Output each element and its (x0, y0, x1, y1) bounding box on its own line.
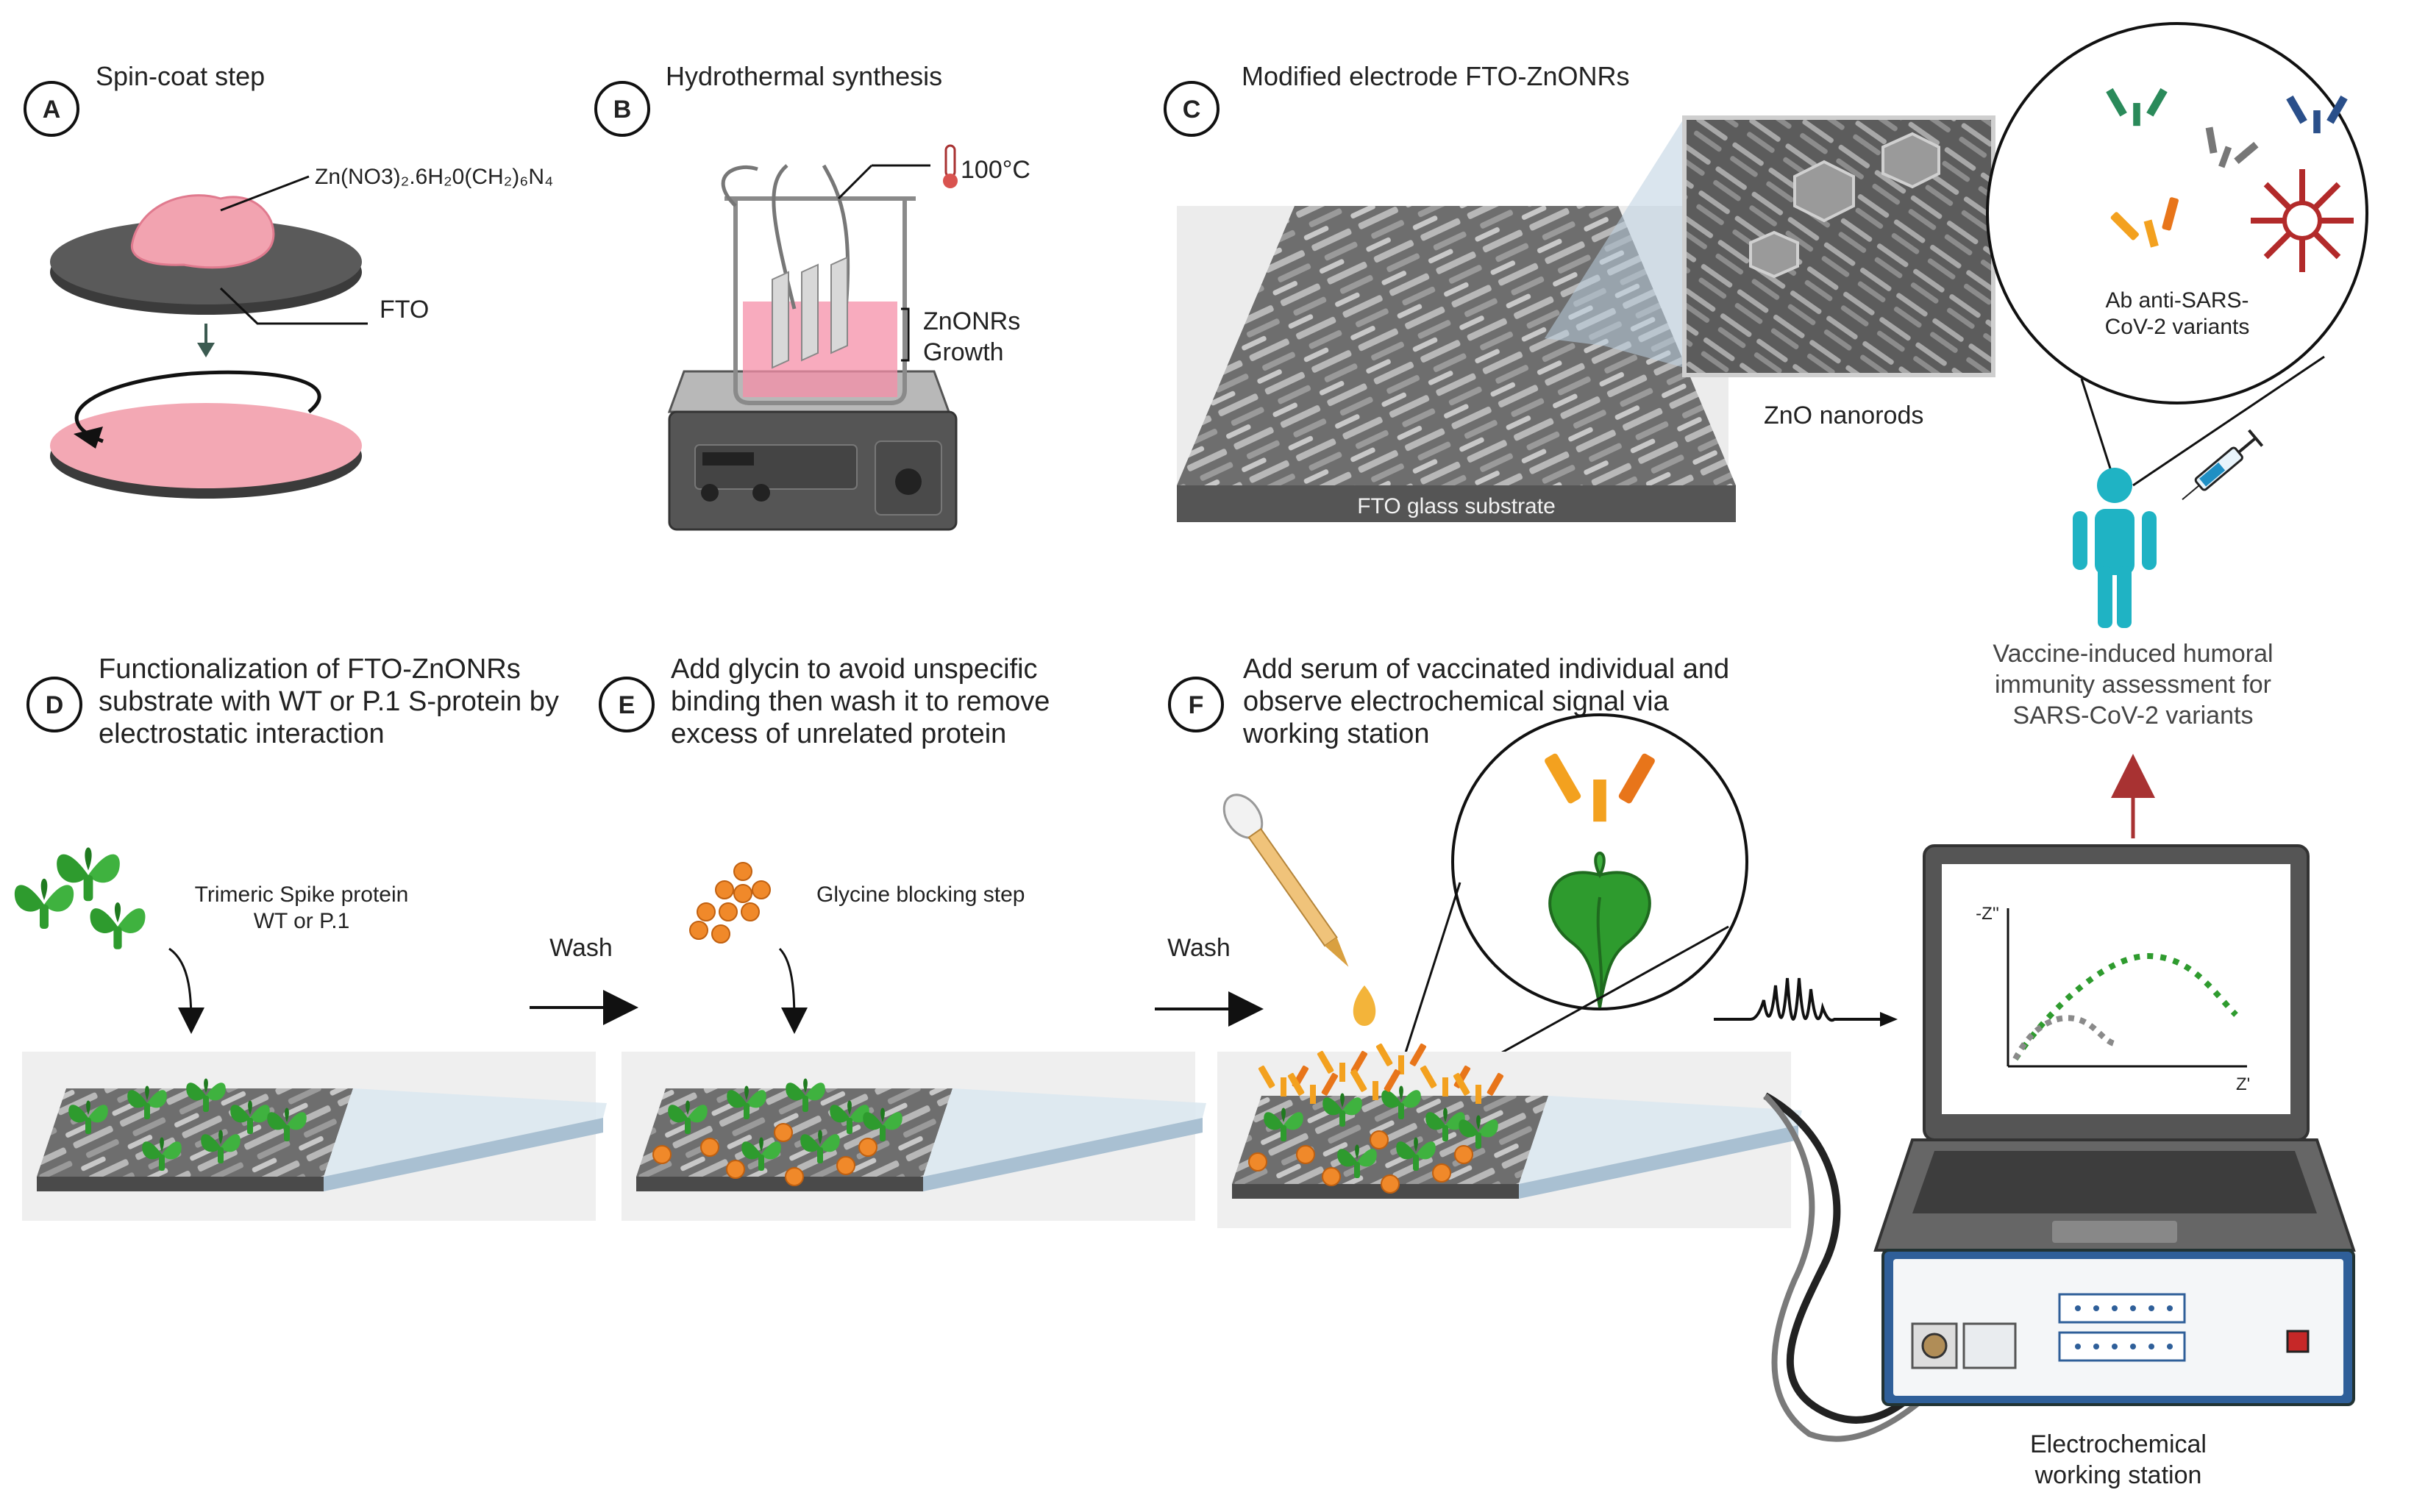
assessment-line1: Vaccine-induced humoral (1993, 640, 2273, 668)
panel-f-badge (1168, 677, 1224, 732)
panel-e-badge (599, 677, 655, 732)
wash-label-2: Wash (1167, 934, 1231, 962)
panel-a-title: Spin-coat step (96, 61, 265, 91)
laptop-keyboard (1912, 1151, 2317, 1213)
laptop-screen (1942, 864, 2290, 1114)
growth-label-line1: ZnONRs (923, 307, 1020, 335)
growth-bracket (901, 307, 910, 362)
panel-f-title-line2: observe electrochemical signal via (1243, 686, 1670, 717)
syringe-icon (2182, 429, 2264, 501)
fto-leader-line (219, 287, 368, 325)
power-switch (2286, 1330, 2310, 1353)
workstation-label-line1: Electrochemical (2030, 1430, 2207, 1458)
panel-d-title-line1: Functionalization of FTO-ZnONRs (99, 654, 521, 685)
laptop-trackpad (2052, 1221, 2177, 1243)
panel-e-title-line2: binding then wash it to remove (671, 686, 1050, 717)
electrode-cable (1763, 1092, 1952, 1424)
antibody-green-icon (2106, 88, 2168, 126)
glycine-cluster-icon (689, 862, 771, 944)
panel-d-letter: D (46, 691, 64, 719)
panel-c-badge (1164, 81, 1220, 137)
panel-d-badge (26, 677, 82, 732)
panel-b-title: Hydrothermal synthesis (666, 61, 942, 91)
antibody-red-pentamer-icon (2251, 169, 2354, 272)
workstation-label-line2: working station (2034, 1461, 2202, 1489)
fto-disc-spin (50, 370, 362, 499)
antibody-variants-group: Ab anti-SARS- CoV-2 variants (1986, 22, 2368, 487)
pipette-icon (1222, 794, 1349, 967)
fto-label: FTO (380, 296, 429, 324)
thermometer-icon (943, 144, 958, 188)
panel-f-title-line1: Add serum of vaccinated individual and (1243, 654, 1729, 685)
signal-wave-icon (1714, 977, 1898, 1027)
antibody-zoom-circle (1986, 22, 2368, 404)
down-arrow-icon (197, 324, 215, 357)
fto-disc-top (50, 194, 362, 315)
antibody-label-line1: Ab anti-SARS- (2105, 288, 2249, 313)
panel-b-letter: B (613, 96, 632, 124)
spike-zoom-icon (1548, 852, 1651, 1008)
panel-c: C Modified electrode FTO-ZnONRs FTO glas… (1164, 61, 1995, 522)
antibody-label-line2: CoV-2 variants (2105, 315, 2250, 339)
electrode-cable-2 (1763, 1094, 1959, 1442)
spin-rotation-icon (74, 370, 321, 443)
antibody-gray-icon (2205, 126, 2259, 168)
protein-label-line2: WT or P.1 (254, 909, 350, 933)
assessment-line3: SARS-CoV-2 variants (2013, 702, 2254, 730)
panel-b-badge (594, 81, 650, 137)
panel-e-letter: E (619, 691, 635, 719)
electrochemical-workstation: -Z'' Z' Electrochemical working station (1873, 844, 2356, 1489)
temp-label: 100°C (961, 156, 1030, 184)
growth-label-line2: Growth (923, 338, 1004, 366)
assessment-line2: immunity assessment for (1995, 671, 2271, 699)
nyquist-x-label: Z' (2236, 1074, 2250, 1094)
panel-c-letter: C (1183, 96, 1201, 124)
nyquist-y-label: -Z'' (1976, 904, 1999, 924)
panel-c-title: Modified electrode FTO-ZnONRs (1242, 61, 1630, 91)
wash-label-1: Wash (549, 934, 613, 962)
panel-d: D Functionalization of FTO-ZnONRs substr… (14, 654, 607, 1221)
panel-f-letter: F (1189, 691, 1204, 719)
panel-d-title-line3: electrostatic interaction (99, 718, 385, 749)
chem-leader-line (220, 175, 310, 212)
panel-e: E Add glycin to avoid unspecific binding… (599, 654, 1206, 1221)
panel-a-letter: A (43, 96, 61, 124)
antibody-blue-icon (2286, 95, 2348, 134)
zoom-wedge (1545, 118, 1684, 368)
panel-a: A Spin-coat step Zn(NO3)₂.6H₂0(CH₂)₆N₄ F… (24, 61, 553, 499)
serum-drop-icon (1353, 985, 1376, 1026)
panel-b: B Hydrothermal synthesis (594, 61, 1030, 531)
potentiostat-box (1881, 1249, 2355, 1406)
spike-trimer-icon-2 (14, 878, 74, 929)
spike-trimer-icon-3 (90, 902, 146, 949)
vaccinated-person-icon (2073, 468, 2157, 628)
hexagonal-rod-tips (1749, 132, 1940, 279)
panel-f: F Add serum of vaccinated individual and… (1168, 654, 1802, 1228)
nyquist-gray-curve (2012, 1015, 2119, 1060)
laptop (1873, 844, 2356, 1252)
fto-glass-substrate (1177, 485, 1736, 522)
chem-label: Zn(NO3)₂.6H₂0(CH₂)₆N₄ (315, 165, 553, 189)
beaker (721, 164, 916, 405)
panel-a-badge (24, 81, 79, 137)
panel-e-title-line1: Add glycin to avoid unspecific (671, 654, 1038, 685)
panel-f-title-line3: working station (1242, 718, 1429, 749)
panel-e-title-line3: excess of unrelated protein (671, 718, 1006, 749)
zno-zoom-image (1682, 115, 1995, 377)
precursor-droplet (130, 194, 275, 269)
panel-d-title-line2: substrate with WT or P.1 S-protein by (99, 686, 559, 717)
blocking-label: Glycine blocking step (816, 882, 1025, 907)
nanorods-label: ZnO nanorods (1764, 402, 1923, 429)
nyquist-plot: -Z'' Z' (1976, 904, 2250, 1094)
protein-label-line1: Trimeric Spike protein (195, 882, 409, 907)
substrate-label: FTO glass substrate (1357, 494, 1556, 518)
